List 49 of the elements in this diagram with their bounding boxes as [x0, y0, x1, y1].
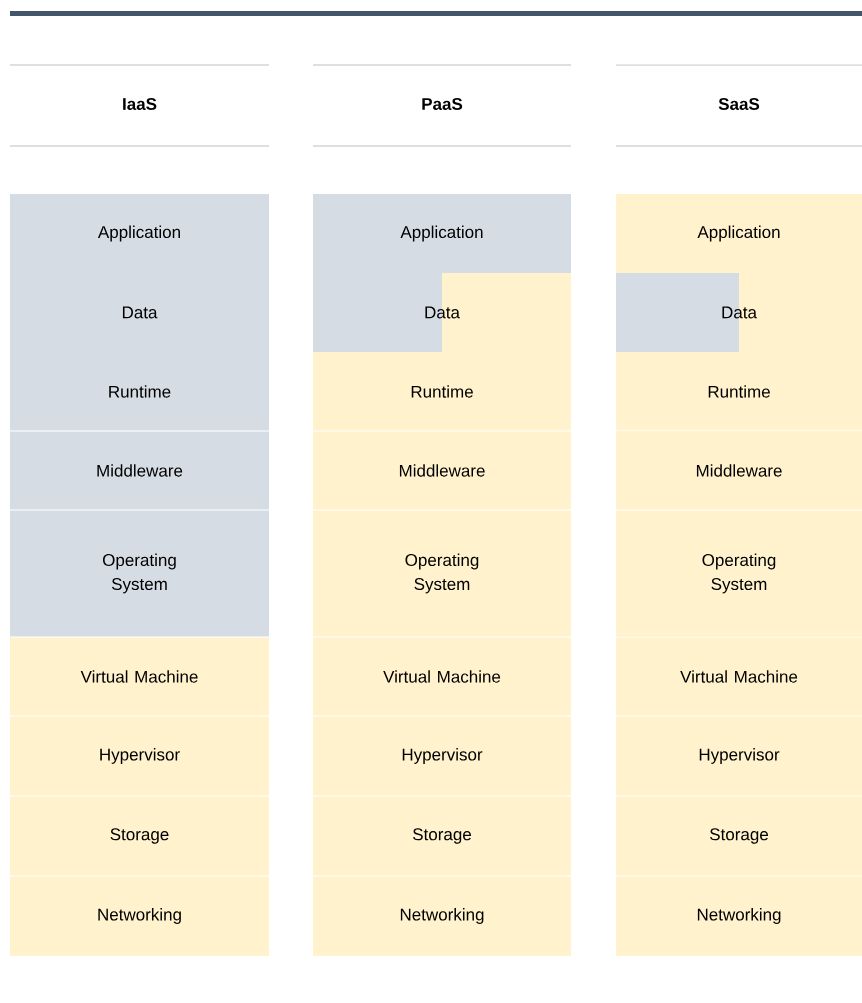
- layer-cell: Networking: [313, 876, 571, 956]
- node-label: Middleware: [696, 464, 782, 477]
- node-label: Networking: [400, 908, 484, 924]
- layer-cell: Storage: [10, 796, 269, 876]
- node-label: Networking: [98, 908, 181, 924]
- node-label: Middleware: [97, 464, 183, 477]
- layer-cell: Hypervisor: [616, 716, 862, 796]
- node-label: Virtual Machine: [383, 670, 501, 683]
- node-label: Operating System: [702, 553, 776, 594]
- node-label: Storage: [413, 828, 472, 844]
- layer-cell: Hypervisor: [313, 716, 571, 796]
- column-heading: PaaS: [422, 98, 463, 110]
- node-label: Networking: [697, 908, 781, 924]
- node-label: Storage: [710, 828, 769, 844]
- layer-cell: Virtual Machine: [313, 637, 571, 716]
- node-label: Storage: [110, 828, 169, 844]
- node-label: Hypervisor: [699, 748, 780, 764]
- node-label: Data: [122, 306, 158, 319]
- layer-cell: Runtime: [10, 352, 269, 431]
- layer-cell: Data: [10, 273, 269, 352]
- layer-cell: Virtual Machine: [10, 637, 269, 716]
- layer-cell: Virtual Machine: [616, 637, 862, 716]
- layer-cell: Operating System: [313, 510, 571, 637]
- node-label: Operating System: [405, 553, 479, 594]
- node-label: Runtime: [708, 385, 770, 398]
- node-label: Application: [97, 225, 180, 242]
- layer-cell: Storage: [313, 796, 571, 876]
- node-label: Runtime: [411, 385, 473, 398]
- node-label: Operating System: [102, 553, 176, 594]
- node-label: Hypervisor: [100, 748, 180, 764]
- layer-cell: Middleware: [616, 431, 862, 510]
- node-label: Hypervisor: [402, 748, 483, 764]
- layer-cell: Networking: [10, 876, 269, 956]
- layer-cell: Data: [616, 273, 862, 352]
- column-heading: SaaS: [718, 98, 760, 110]
- layer-cell: Middleware: [10, 431, 269, 510]
- node-label: Virtual Machine: [80, 670, 198, 683]
- node-label: Middleware: [399, 464, 485, 477]
- layer-cell: Middleware: [313, 431, 571, 510]
- layer-cell: Hypervisor: [10, 716, 269, 796]
- layer-cell: Storage: [616, 796, 862, 876]
- layer-cell: Operating System: [10, 510, 269, 637]
- node-label: Virtual Machine: [680, 670, 798, 683]
- layer-cell: Networking: [616, 876, 862, 956]
- layer-cell: Operating System: [616, 510, 862, 637]
- layer-cell: Data: [313, 273, 571, 352]
- column-heading: IaaS: [123, 98, 157, 110]
- node-label: Runtime: [109, 385, 171, 398]
- layer-cell: Application: [10, 194, 269, 273]
